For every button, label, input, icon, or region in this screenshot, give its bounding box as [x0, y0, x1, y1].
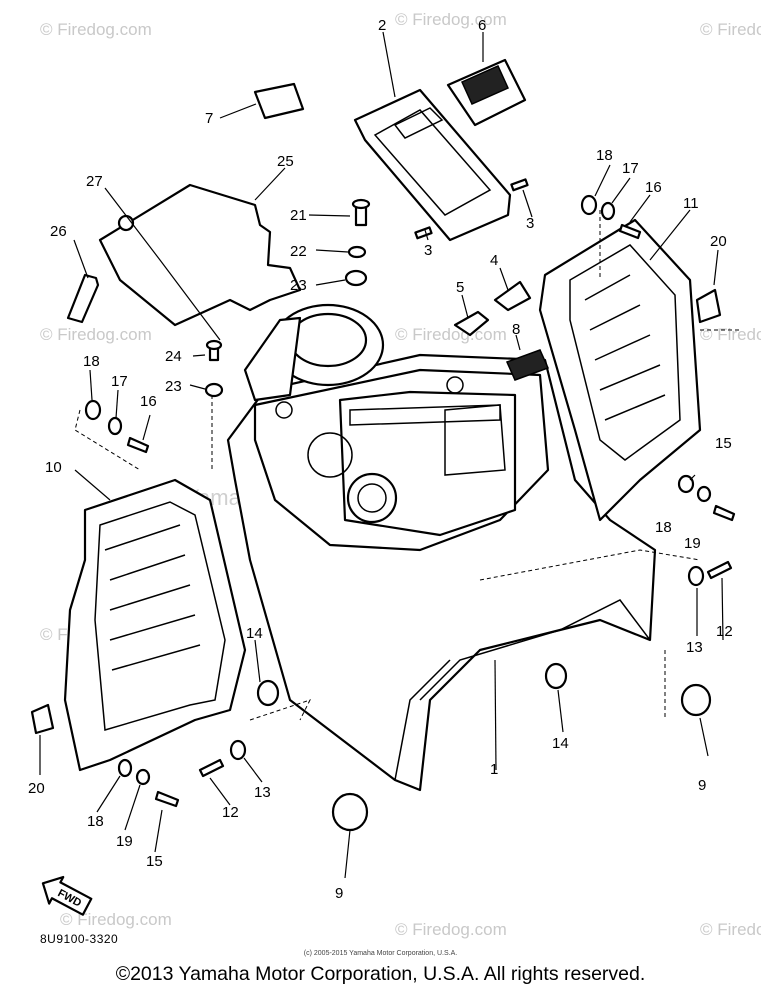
- label-2: 2: [378, 17, 386, 34]
- part-6-emblem: [446, 58, 527, 127]
- label-19-left: 19: [116, 833, 133, 850]
- label-26: 26: [50, 223, 67, 240]
- label-20-left: 20: [28, 780, 45, 797]
- part-18-washer-right-low: [677, 474, 695, 494]
- part-14-nut-left: [256, 679, 280, 707]
- label-18-right-low: 18: [655, 519, 672, 536]
- label-27: 27: [86, 173, 103, 190]
- label-7: 8: [512, 321, 520, 338]
- copyright-footer: ©2013 Yamaha Motor Corporation, U.S.A. A…: [115, 963, 646, 985]
- part-19-washer-left-low: [135, 768, 151, 786]
- label-12-left: 12: [222, 804, 239, 821]
- part-10-left-grille: [63, 478, 247, 772]
- label-23-lower: 23: [165, 378, 182, 395]
- part-15-screw-right-low: [712, 504, 736, 522]
- part-3-pin-upper: [510, 178, 529, 192]
- part-8-decal: [253, 82, 305, 120]
- part-13-washer-left: [229, 739, 247, 761]
- part-18-washer-left-low: [117, 758, 133, 778]
- label-10: 10: [45, 459, 62, 476]
- part-14-nut-center: [544, 662, 568, 690]
- label-15-left: 15: [146, 853, 163, 870]
- watermark-bottom-right: © Firedog.com: [700, 920, 761, 939]
- watermark-top-left: © Firedog.com: [40, 20, 152, 39]
- label-23-upper: 23: [290, 277, 307, 294]
- label-20-right: 20: [710, 233, 727, 250]
- part-16-screw-left: [126, 436, 150, 454]
- label-11: 11: [683, 195, 699, 212]
- label-18-left: 18: [83, 353, 100, 370]
- label-12-right: 12: [716, 623, 733, 640]
- part-27-grommet: [117, 214, 135, 232]
- label-13-left: 13: [254, 784, 271, 801]
- watermark-bottom-center: © Firedog.com: [395, 920, 507, 939]
- label-3-lower: 3: [424, 242, 432, 259]
- label-5: 5: [456, 279, 464, 296]
- part-22-washer: [347, 245, 367, 259]
- label-25: 25: [277, 153, 294, 170]
- watermark-top-right: © Firedog.com: [700, 20, 761, 39]
- label-16-left: 16: [140, 393, 157, 410]
- assembly-lines: [74, 210, 740, 721]
- watermark-bottom-left: © Firedog.com: [60, 910, 172, 929]
- part-4-clip: [493, 280, 532, 312]
- label-16-right-top: 16: [645, 179, 662, 196]
- watermark-mid-center: © Firedog.com: [395, 325, 507, 344]
- label-14-left: 14: [246, 625, 263, 642]
- part-1-front-panel: [226, 303, 657, 792]
- label-6: 6: [478, 17, 486, 34]
- fwd-arrow-marker: FWD: [41, 875, 93, 916]
- diagram-code: 8U9100-3320: [40, 932, 119, 946]
- part-9-nut-right: [680, 683, 712, 717]
- part-18-washer-left: [84, 399, 102, 421]
- part-25-bracket-plate: [98, 183, 302, 327]
- label-8: 7: [205, 110, 213, 127]
- part-5-clip: [453, 310, 490, 337]
- part-11-right-grille: [538, 218, 702, 522]
- label-21: 21: [290, 207, 307, 224]
- label-9-right: 9: [698, 777, 706, 794]
- label-1: 1: [490, 761, 498, 778]
- label-24: 24: [165, 348, 182, 365]
- part-3-pin-lower: [414, 226, 433, 240]
- label-14-center: 14: [552, 735, 569, 752]
- part-23-grommet-lower: [204, 382, 224, 398]
- part-26-clip: [66, 273, 100, 324]
- part-17-washer-right-top: [600, 201, 616, 221]
- part-7-switch: [505, 349, 550, 381]
- label-18-right-top: 18: [596, 147, 613, 164]
- part-labels: 2 6 7 25 27 26 21 22 23 24 23 3 3 5 4 8 …: [28, 17, 733, 902]
- label-22: 22: [290, 243, 307, 260]
- watermark-mid-left: © Firedog.com: [40, 325, 152, 344]
- label-13-right: 13: [686, 639, 703, 656]
- label-18-left-low: 18: [87, 813, 104, 830]
- label-17-left: 17: [111, 373, 128, 390]
- label-15-right: 15: [715, 435, 732, 452]
- part-19-washer-right-low: [696, 485, 712, 503]
- part-9-nut-left: [331, 792, 369, 832]
- watermark-top-center: © Firedog.com: [395, 10, 507, 29]
- label-3-upper: 3: [526, 215, 534, 232]
- part-20-bracket-right: [695, 288, 722, 324]
- leader-lines: [39, 31, 724, 879]
- part-17-washer-left: [107, 416, 123, 436]
- label-17-right-top: 17: [622, 160, 639, 177]
- part-12-screw-right: [706, 560, 733, 580]
- small-copyright-note: (c) 2005-2015 Yamaha Motor Corporation, …: [303, 950, 458, 957]
- part-13-washer-right: [687, 565, 705, 587]
- label-4: 4: [490, 252, 498, 269]
- fastener-group: [30, 194, 736, 832]
- label-19-right: 19: [684, 535, 701, 552]
- part-12-screw-left: [198, 758, 225, 778]
- part-23-grommet-upper: [344, 269, 368, 287]
- part-16-screw-right-top: [618, 223, 642, 240]
- part-15-screw-left-low: [154, 790, 180, 808]
- watermark-mid-right: © Firedog.com: [700, 325, 761, 344]
- part-2-cover: [353, 88, 512, 242]
- part-18-washer-right-top: [580, 194, 598, 216]
- label-9-left: 9: [335, 885, 343, 902]
- part-20-bracket-left: [30, 703, 55, 735]
